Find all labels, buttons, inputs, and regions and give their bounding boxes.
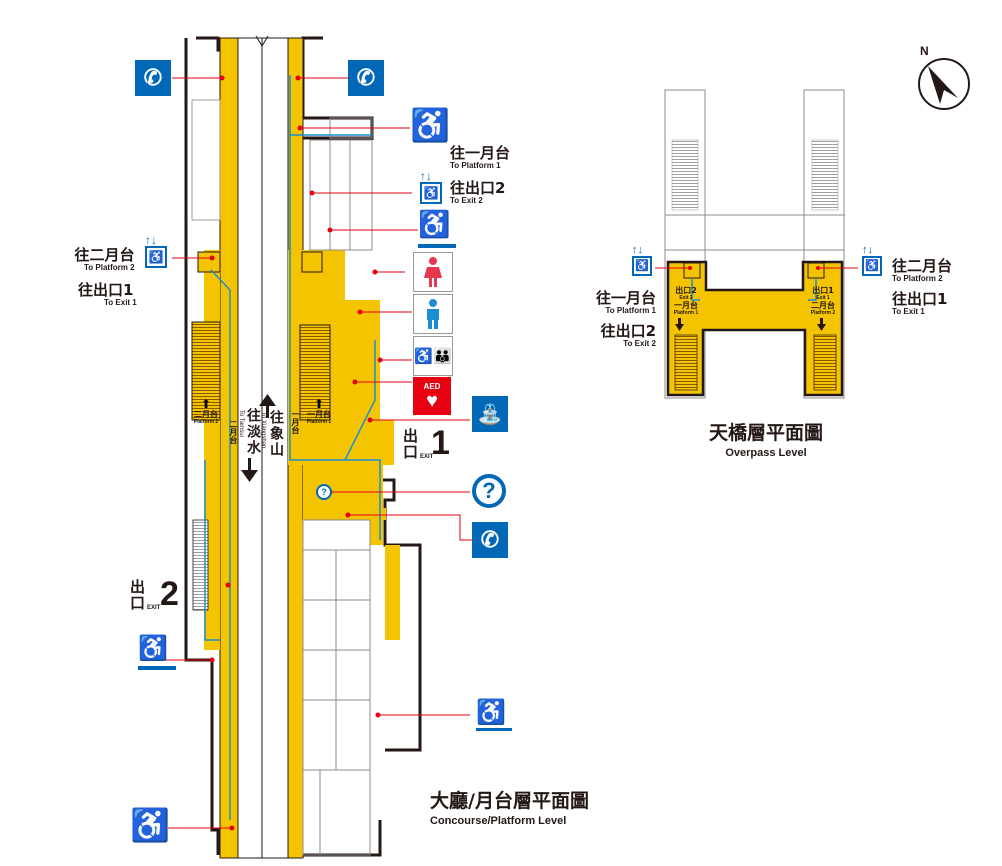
elevator-icon: ↑↓ ♿ bbox=[862, 245, 884, 279]
direction-tamsui-en: To Tamsui bbox=[238, 410, 244, 437]
to-exit1-zh: 往出口1 bbox=[78, 281, 134, 299]
label-to-platform2: 往二月台 To Platform 2 bbox=[70, 247, 135, 272]
platform2-zh: 二月台 bbox=[194, 410, 218, 419]
to-exit2-zh: 往出口2 bbox=[450, 179, 506, 197]
aed-label: AED bbox=[423, 381, 441, 391]
overpass-to-platform1-en: To Platform 1 bbox=[605, 306, 656, 315]
platform1-track-label: 一月台 bbox=[291, 410, 300, 434]
information-icon: ? bbox=[472, 474, 506, 508]
overpass-to-platform1: 往一月台 To Platform 1 bbox=[584, 290, 656, 315]
overpass-title-en: Overpass Level bbox=[725, 447, 807, 459]
to-platform2-en: To Platform 2 bbox=[84, 263, 135, 272]
compass-letter: N bbox=[920, 44, 929, 58]
info-label: ? bbox=[482, 478, 496, 503]
platform-1-area bbox=[197, 37, 394, 859]
direction-arrows bbox=[241, 394, 276, 482]
family-restroom-icon: ♿👪 bbox=[413, 336, 453, 376]
overpass-to-platform2-zh: 往二月台 bbox=[892, 257, 953, 275]
overpass-to-exit1-zh: 往出口1 bbox=[892, 290, 948, 308]
elevator-icon: ↑↓ ♿ bbox=[632, 245, 654, 279]
overpass-to-platform2-en: To Platform 2 bbox=[892, 274, 943, 283]
overpass-left-platform1-en: Platform 1 bbox=[673, 310, 699, 316]
overpass-left-platform1-zh: 一月台 bbox=[674, 301, 698, 310]
overpass-to-platform1-zh: 往一月台 bbox=[595, 289, 656, 307]
aed-icon: AED ♥ bbox=[413, 377, 451, 415]
label-to-exit2: 往出口2 To Exit 2 bbox=[450, 180, 505, 205]
restroom-male-icon bbox=[413, 294, 453, 334]
wheelchair-icon: ♿ bbox=[130, 807, 170, 843]
label-to-platform1: 往一月台 To Platform 1 bbox=[450, 145, 510, 170]
overpass-stairs-gray bbox=[671, 139, 839, 211]
platform2-en: Platform 2 bbox=[193, 419, 219, 425]
exit2-marker: 出口 2 EXIT bbox=[130, 575, 185, 617]
restroom-female-icon bbox=[413, 252, 453, 292]
to-platform2-zh: 往二月台 bbox=[74, 246, 135, 264]
telephone-icon: ✆ bbox=[135, 60, 171, 96]
elevator-icon: ↑↓ ♿ bbox=[420, 170, 442, 204]
overpass-to-exit2: 往出口2 To Exit 2 bbox=[584, 323, 656, 348]
overpass-left-exit2-en: Exit 2 bbox=[679, 295, 693, 301]
overpass-down-arrows bbox=[675, 318, 826, 331]
platform1-zh: 一月台 bbox=[307, 410, 331, 419]
platform2-label: ⬆ 二月台 Platform 2 bbox=[193, 397, 219, 425]
exit2-en: EXIT bbox=[147, 605, 161, 611]
exit1-zh: 出口 bbox=[403, 427, 419, 461]
information-icon: ? bbox=[316, 484, 332, 500]
overpass-left-small-labels: 出口2 Exit 2 一月台 Platform 1 bbox=[670, 286, 702, 316]
overpass-right-platform2-zh: 二月台 bbox=[811, 301, 835, 310]
elevator-icon: ↑↓ ♿ bbox=[145, 234, 167, 268]
direction-xiangshan: 往象山 bbox=[268, 410, 284, 458]
platform1-label: ⬆ 一月台 Platform 1 bbox=[304, 398, 334, 425]
concourse-title-en: Concourse/Platform Level bbox=[430, 815, 567, 827]
exit1-en: EXIT bbox=[420, 454, 434, 460]
overpass-to-exit1: 往出口1 To Exit 1 bbox=[892, 291, 947, 316]
overpass-to-exit1-en: To Exit 1 bbox=[892, 307, 925, 316]
wheelchair-ramp-icon: ♿ bbox=[476, 700, 512, 731]
overpass-title-zh: 天橋層平面圖 bbox=[708, 422, 823, 444]
platform2-track-label: 二月台 bbox=[229, 420, 238, 444]
wheelchair-icon: ♿ bbox=[410, 107, 450, 143]
platform-2-area bbox=[191, 37, 239, 859]
compass-north-icon: N bbox=[916, 44, 972, 112]
platform1-en: Platform 1 bbox=[306, 419, 332, 425]
to-exit2-en: To Exit 2 bbox=[450, 196, 483, 205]
overpass-right-platform2-en: Platform 2 bbox=[810, 310, 836, 316]
concourse-title: 大廳/月台層平面圖 Concourse/Platform Level bbox=[430, 786, 589, 827]
overpass-title: 天橋層平面圖 Overpass Level bbox=[696, 418, 836, 459]
overpass-to-exit2-zh: 往出口2 bbox=[600, 322, 656, 340]
exit2-zh: 出口 bbox=[130, 578, 146, 612]
exit1-number: 1 bbox=[431, 424, 450, 462]
overpass-right-exit1-zh: 出口1 bbox=[812, 286, 834, 295]
direction-tamsui: 往淡水 bbox=[245, 408, 261, 456]
concourse-title-zh: 大廳/月台層平面圖 bbox=[430, 790, 589, 812]
overpass-routes bbox=[691, 278, 817, 301]
telephone-icon: ✆ bbox=[472, 522, 508, 558]
wheelchair-ramp-icon: ♿ bbox=[418, 210, 456, 248]
overpass-right-exit1-en: Exit 1 bbox=[816, 295, 830, 301]
overpass-walkway bbox=[666, 260, 844, 397]
accessible-routes bbox=[204, 75, 381, 820]
exit1-marker: 出口 1 EXIT bbox=[403, 424, 458, 466]
overpass-to-exit2-en: To Exit 2 bbox=[623, 339, 656, 348]
exit2-number: 2 bbox=[160, 575, 179, 613]
track-bed bbox=[237, 35, 289, 859]
to-exit1-en: To Exit 1 bbox=[104, 298, 137, 307]
water-fountain-icon: ⛲ bbox=[472, 396, 508, 432]
label-to-exit1: 往出口1 To Exit 1 bbox=[78, 282, 137, 307]
leader-lines bbox=[165, 77, 472, 829]
wheelchair-ramp-icon: ♿ bbox=[138, 636, 176, 670]
overpass-left-exit2-zh: 出口2 bbox=[675, 286, 697, 295]
telephone-icon: ✆ bbox=[348, 60, 384, 96]
overpass-elevator-boxes bbox=[683, 262, 825, 279]
overpass-to-platform2: 往二月台 To Platform 2 bbox=[892, 258, 952, 283]
overpass-stairs bbox=[674, 334, 837, 391]
overpass-right-small-labels: 出口1 Exit 1 二月台 Platform 2 bbox=[807, 286, 839, 316]
to-platform1-en: To Platform 1 bbox=[450, 161, 501, 170]
to-platform1-zh: 往一月台 bbox=[450, 144, 511, 162]
direction-xiangshan-en: To Xiangshan bbox=[260, 412, 266, 449]
